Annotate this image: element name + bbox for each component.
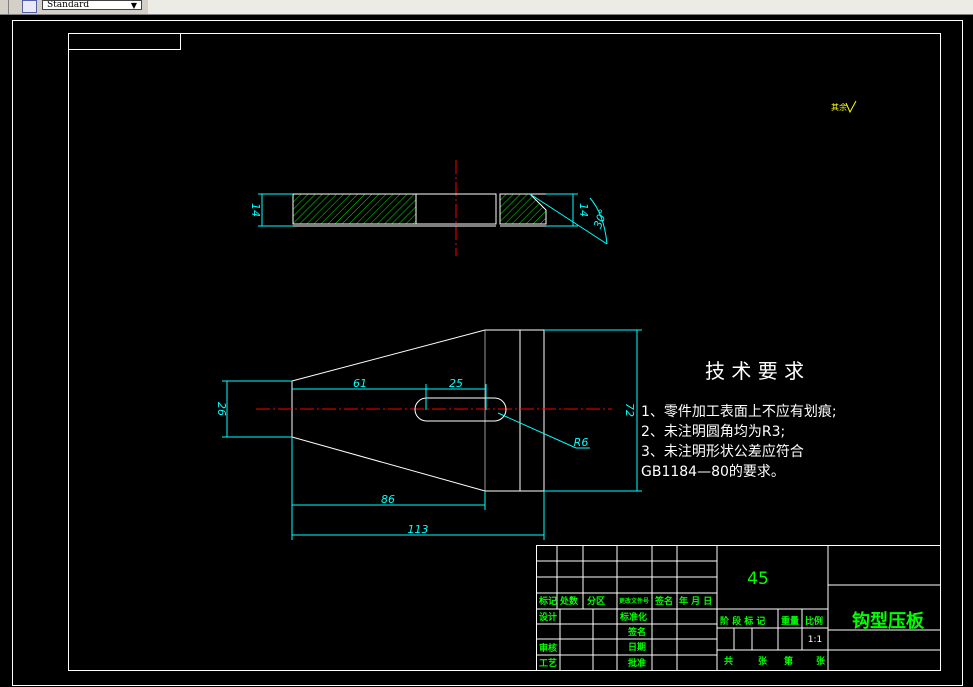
title-block-label: 阶 段 标 记 xyxy=(720,615,765,627)
dim-25: 25 xyxy=(449,377,463,390)
title-block-label: 张 xyxy=(816,655,826,667)
part-name: 钩型压板 xyxy=(852,610,925,632)
title-block-label: 更改文件号 xyxy=(619,597,649,605)
toolbar-empty-area xyxy=(148,0,973,14)
tech-line-1: 1、零件加工表面上不应有划痕; xyxy=(641,403,837,420)
toolbar: Standard ▼ xyxy=(0,0,973,15)
hatch-left xyxy=(292,193,417,225)
dim-72: 72 xyxy=(623,403,636,417)
title-block-label: 批准 xyxy=(628,657,646,669)
title-block-label: 张 xyxy=(758,655,768,667)
dimension-style-icon[interactable] xyxy=(22,0,37,13)
title-block-label: 工艺 xyxy=(539,657,557,669)
title-block-label: 审核 xyxy=(539,642,557,654)
toolbar-grip[interactable] xyxy=(0,0,9,14)
outer-border xyxy=(12,20,963,686)
roughness-text: 其余 xyxy=(831,102,847,112)
title-block-label: 设计 xyxy=(539,611,557,623)
title-block-label: 第 xyxy=(784,655,793,667)
title-block-label: 分区 xyxy=(587,595,605,607)
title-block-label: 签名 xyxy=(654,595,673,607)
title-block-label: 处数 xyxy=(559,595,579,607)
title-block-label: 日期 xyxy=(628,641,646,653)
chevron-down-icon[interactable]: ▼ xyxy=(130,1,138,10)
section-view: 14 14 30° xyxy=(249,160,610,256)
tech-line-2: 2、未注明圆角均为R3; xyxy=(641,424,785,440)
dim-radius: R6 xyxy=(574,436,589,449)
tech-line-4: GB1184—80的要求。 xyxy=(641,464,785,480)
dim-thickness-right: 14 xyxy=(577,203,590,217)
inner-frame xyxy=(68,33,941,671)
title-block-label: 比例 xyxy=(805,615,823,627)
title-block-label: 重量 xyxy=(781,615,799,627)
tech-requirements: 技 术 要 求 1、零件加工表面上不应有划痕; 2、未注明圆角均为R3; 3、未… xyxy=(641,359,837,480)
material: 45 xyxy=(747,569,769,589)
title-block xyxy=(536,545,941,671)
style-select[interactable]: Standard xyxy=(42,0,142,10)
title-block-label: 年 月 日 xyxy=(679,595,712,607)
title-block-label: 标准化 xyxy=(619,611,647,623)
dim-86: 86 xyxy=(381,493,395,506)
scale-value: 1:1 xyxy=(808,635,822,645)
dim-angle: 30° xyxy=(591,207,610,230)
tech-title: 技 术 要 求 xyxy=(705,359,804,383)
title-block-label: 签名 xyxy=(627,626,646,638)
roughness-mark: 其余 xyxy=(831,100,857,114)
slot xyxy=(414,397,507,422)
dim-61: 61 xyxy=(353,377,367,390)
tech-line-3: 3、未注明形状公差应符合 xyxy=(641,443,804,460)
title-block-text: 45 钩型压板 1:1 标记 处数 分区 更改文件号 签名 年 月 日 设计 标… xyxy=(538,569,925,669)
bore xyxy=(415,193,497,225)
corner-tab xyxy=(68,33,181,50)
plan-view: 61 25 26 R6 72 86 113 xyxy=(215,329,642,540)
dim-thickness-left: 14 xyxy=(249,203,262,217)
dim-26: 26 xyxy=(215,402,228,416)
drawing-canvas[interactable]: 其余 14 14 30° 61 25 xyxy=(0,14,973,687)
hatch-right xyxy=(499,193,547,225)
title-block-label: 标记 xyxy=(538,595,557,607)
title-block-label: 共 xyxy=(724,655,733,667)
dim-113: 113 xyxy=(408,523,429,536)
